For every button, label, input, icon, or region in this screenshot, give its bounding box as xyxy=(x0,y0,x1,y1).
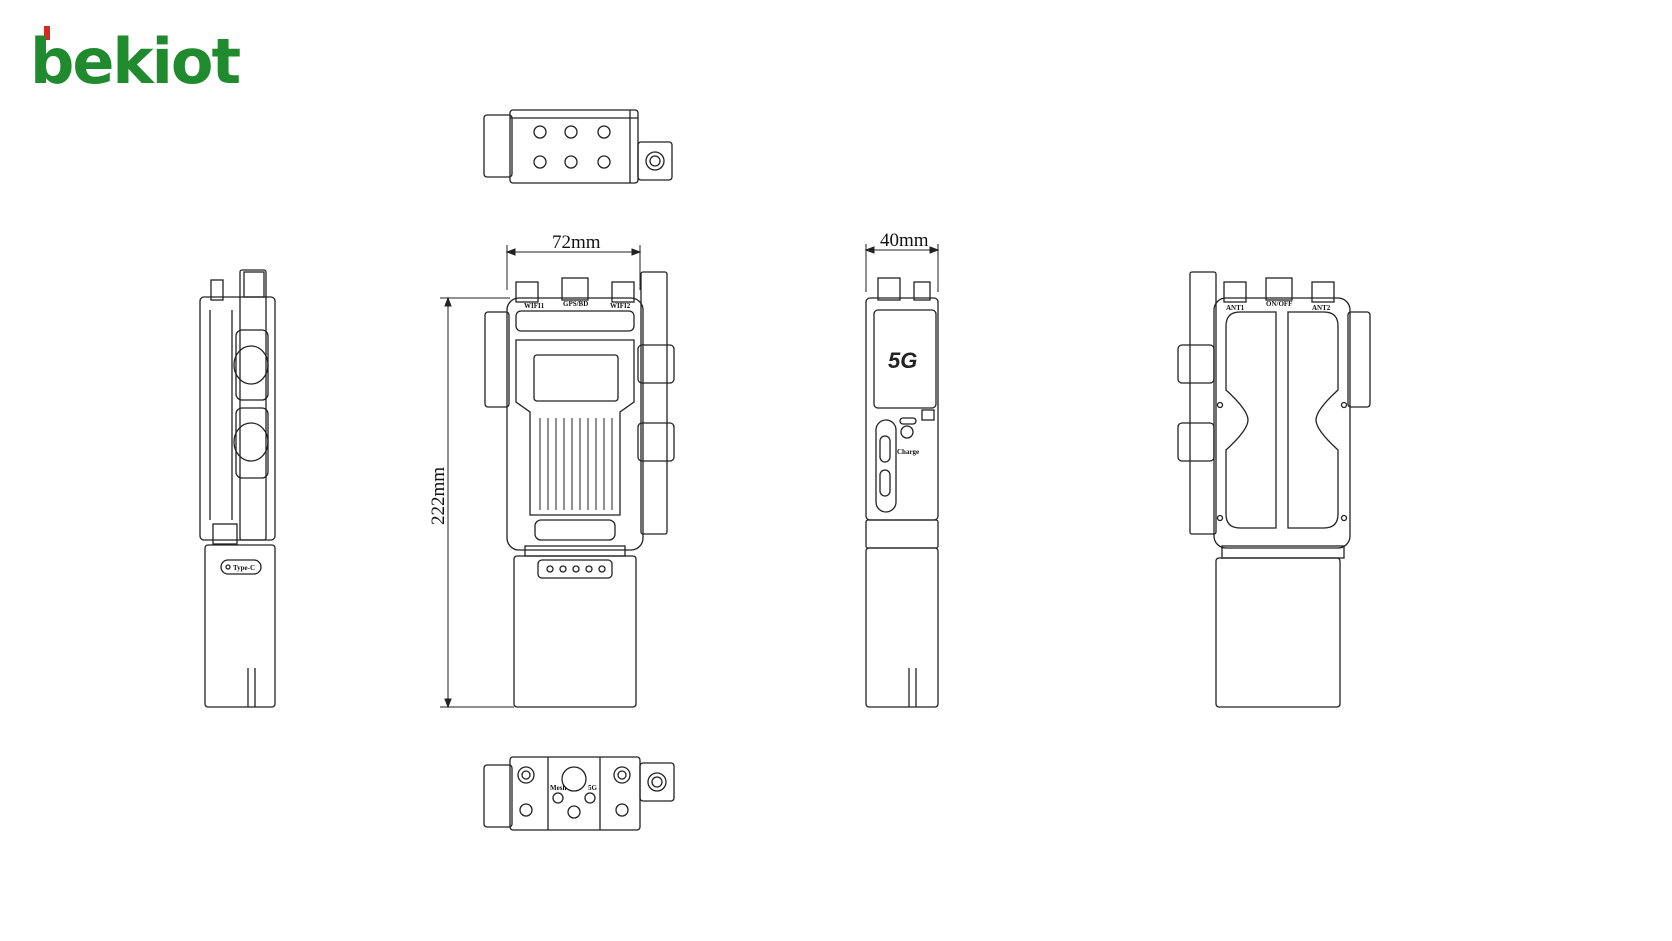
height-dimension-label: 222mm xyxy=(428,467,449,525)
bottom-view xyxy=(483,756,675,831)
height-dimension xyxy=(440,296,514,709)
type-c-label: Type-C xyxy=(233,564,255,572)
charge-label: Charge xyxy=(897,448,919,456)
ant2-label: ANT2 xyxy=(1312,304,1331,312)
wifi2-label: WIFI2 xyxy=(610,302,631,310)
depth-dimension-label: 40mm xyxy=(880,230,929,251)
wifi1-label: WIFI1 xyxy=(524,302,545,310)
top-view xyxy=(483,109,673,184)
gps-bd-label: GPS/BD xyxy=(563,300,588,308)
depth-dimension xyxy=(864,244,940,292)
front-view xyxy=(484,271,675,708)
ant1-label: ANT1 xyxy=(1226,304,1245,312)
right-side-view xyxy=(865,277,939,708)
brand-logo: bekiot xyxy=(30,22,270,102)
width-dimension xyxy=(505,245,642,290)
back-view xyxy=(1177,271,1371,708)
width-dimension-label: 72mm xyxy=(552,232,601,253)
mesh-port-label: Mesh xyxy=(550,784,566,792)
5g-port-label: 5G xyxy=(588,784,598,792)
5g-badge: 5G xyxy=(888,348,917,373)
front-grill xyxy=(539,418,613,510)
logo-red-mark xyxy=(44,26,50,40)
on-off-label: ON/OFF xyxy=(1266,300,1292,308)
left-side-view xyxy=(199,269,276,708)
logo-text: bekiot xyxy=(30,25,241,98)
